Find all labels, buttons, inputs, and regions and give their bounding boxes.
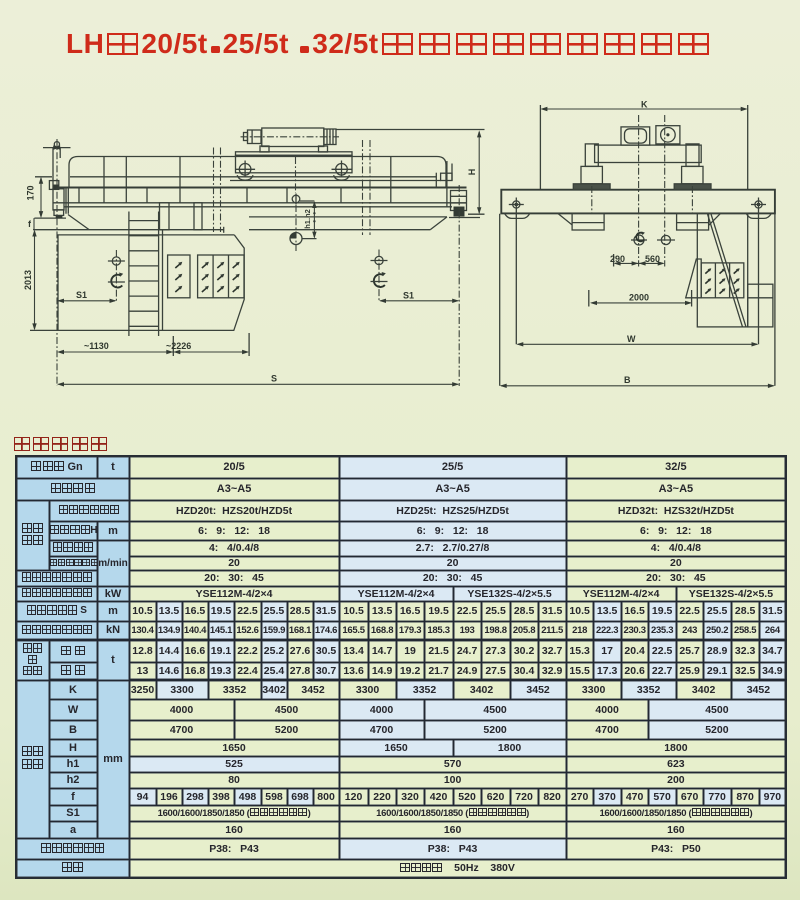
- svg-text:f: f: [28, 219, 32, 229]
- svg-text:560: 560: [645, 254, 660, 264]
- svg-text:170: 170: [26, 185, 36, 200]
- svg-text:S1: S1: [403, 291, 414, 301]
- svg-text:K: K: [641, 100, 648, 110]
- svg-text:290: 290: [610, 254, 625, 264]
- svg-text:W: W: [627, 334, 636, 344]
- svg-text:~2226: ~2226: [166, 341, 191, 351]
- svg-text:h1.h2: h1.h2: [303, 209, 312, 229]
- svg-text:2013: 2013: [23, 270, 33, 290]
- svg-text:S1: S1: [76, 290, 87, 300]
- svg-text:H: H: [467, 169, 477, 176]
- svg-text:2000: 2000: [629, 293, 649, 303]
- svg-text:S: S: [271, 374, 277, 384]
- svg-text:~1130: ~1130: [84, 341, 109, 351]
- svg-text:B: B: [624, 375, 631, 385]
